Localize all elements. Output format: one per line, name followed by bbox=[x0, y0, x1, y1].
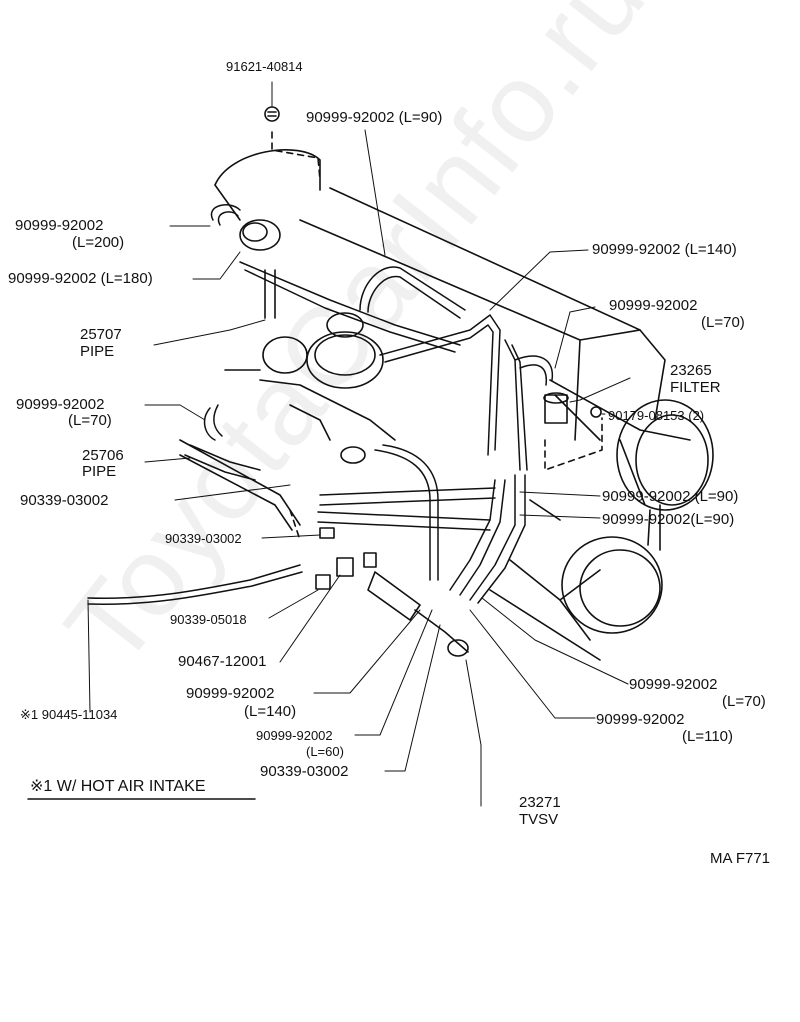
label-hose-l90-b: 90999-92002(L=90) bbox=[602, 511, 735, 528]
label-hose-l110-length: (L=110) bbox=[682, 728, 734, 745]
label-pipe-25706-name: PIPE bbox=[82, 463, 117, 480]
label-hose-l110-part: 90999-92002 bbox=[596, 711, 685, 728]
label-filter-23265-name: FILTER bbox=[670, 379, 721, 396]
label-hose-l140-bottom-part: 90999-92002 bbox=[186, 685, 275, 702]
pipe-25707 bbox=[264, 269, 276, 319]
label-clip-90339-05018: 90339-05018 bbox=[170, 612, 247, 627]
label-pipe-25706-number: 25706 bbox=[82, 447, 124, 464]
label-hose-l70-left-part: 90999-92002 bbox=[16, 396, 105, 413]
label-clip-90339-03002-c: 90339-03002 bbox=[260, 763, 349, 780]
legend-hot-air-intake: ※1 W/ HOT AIR INTAKE bbox=[30, 778, 206, 795]
pipe-25706 bbox=[179, 439, 301, 531]
vacuum-valve-top bbox=[239, 219, 364, 338]
vacuum-hoses bbox=[87, 204, 554, 606]
pulley-upper bbox=[616, 399, 714, 511]
label-hose-l70-right-length: (L=70) bbox=[701, 314, 745, 331]
label-90445-11034: ※1 90445-11034 bbox=[20, 707, 118, 722]
label-hose-l70-right-part: 90999-92002 bbox=[609, 297, 698, 314]
label-hose-l70-left-length: (L=70) bbox=[68, 412, 112, 429]
filter-23265 bbox=[543, 392, 602, 424]
throttle-body bbox=[214, 149, 396, 441]
label-clip-90339-03002-b: 90339-03002 bbox=[165, 531, 242, 546]
label-clip-90339-03002-a: 90339-03002 bbox=[20, 492, 109, 509]
label-pipe-25707-number: 25707 bbox=[80, 326, 122, 343]
label-hose-l70-bottom-length: (L=70) bbox=[722, 693, 766, 710]
figure-code: MA F771 bbox=[710, 850, 771, 867]
label-hose-l60-length: (L=60) bbox=[306, 744, 344, 759]
label-hose-l70-bottom-part: 90999-92002 bbox=[629, 676, 718, 693]
label-hose-l200-length: (L=200) bbox=[72, 234, 125, 251]
label-tvsv-number: 23271 bbox=[519, 794, 561, 811]
label-hose-l140-bottom-length: (L=140) bbox=[244, 703, 297, 720]
pulley-lower bbox=[561, 504, 663, 634]
label-hose-l90-top: 90999-92002 (L=90) bbox=[306, 109, 443, 126]
label-hose-l200-part: 90999-92002 bbox=[15, 217, 104, 234]
leader-lines bbox=[87, 81, 631, 807]
leader-dashed bbox=[271, 131, 603, 541]
label-filter-23265-number: 23265 bbox=[670, 362, 712, 379]
tvsv-23271 bbox=[367, 571, 469, 657]
label-tvsv-name: TVSV bbox=[519, 811, 559, 828]
label-hose-l60-part: 90999-92002 bbox=[256, 728, 333, 743]
bolt-91621 bbox=[264, 106, 280, 122]
label-91621-40814: 91621-40814 bbox=[226, 59, 303, 74]
label-hose-l90-a: 90999-92002 (L=90) bbox=[602, 488, 739, 505]
label-hose-l140-top: 90999-92002 (L=140) bbox=[592, 241, 737, 258]
label-90467-12001: 90467-12001 bbox=[178, 653, 267, 670]
engine-block-outline bbox=[299, 187, 691, 661]
label-90179-08153: 90179-08153 (2) bbox=[608, 408, 705, 423]
label-pipe-25707-name: PIPE bbox=[80, 343, 115, 360]
label-hose-l180: 90999-92002 (L=180) bbox=[8, 270, 153, 287]
small-fittings bbox=[315, 446, 377, 590]
